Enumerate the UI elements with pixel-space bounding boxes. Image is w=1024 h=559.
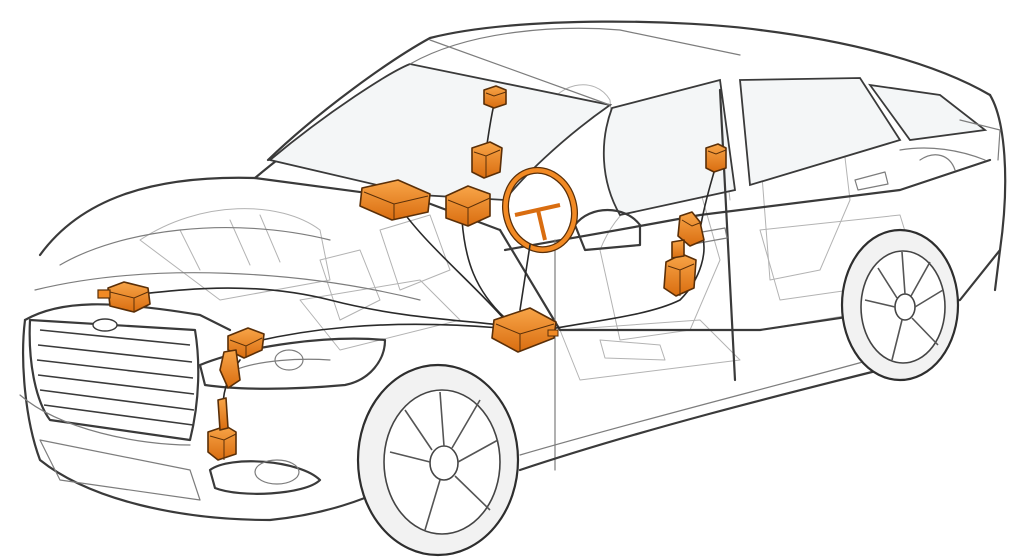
front-wheel (356, 363, 520, 557)
badge-icon (92, 318, 118, 332)
restraint-control-module (491, 307, 559, 353)
front-crash-sensor (219, 327, 265, 389)
a-pillar-sensor (471, 141, 503, 179)
front-impact-sensor (207, 397, 237, 461)
overhead-sensor (483, 85, 507, 109)
front-bumper-sensor (97, 281, 151, 313)
passenger-airbag-module (359, 179, 431, 221)
car-body (19, 20, 1007, 522)
c-pillar-sensor (705, 143, 727, 173)
front-grille (36, 318, 195, 426)
steering-wheel (502, 166, 578, 254)
driver-airbag-module (445, 185, 491, 227)
seatbelt-pretensioner (663, 239, 697, 297)
rear-wheel (840, 228, 960, 382)
b-pillar-sensor (677, 211, 705, 247)
